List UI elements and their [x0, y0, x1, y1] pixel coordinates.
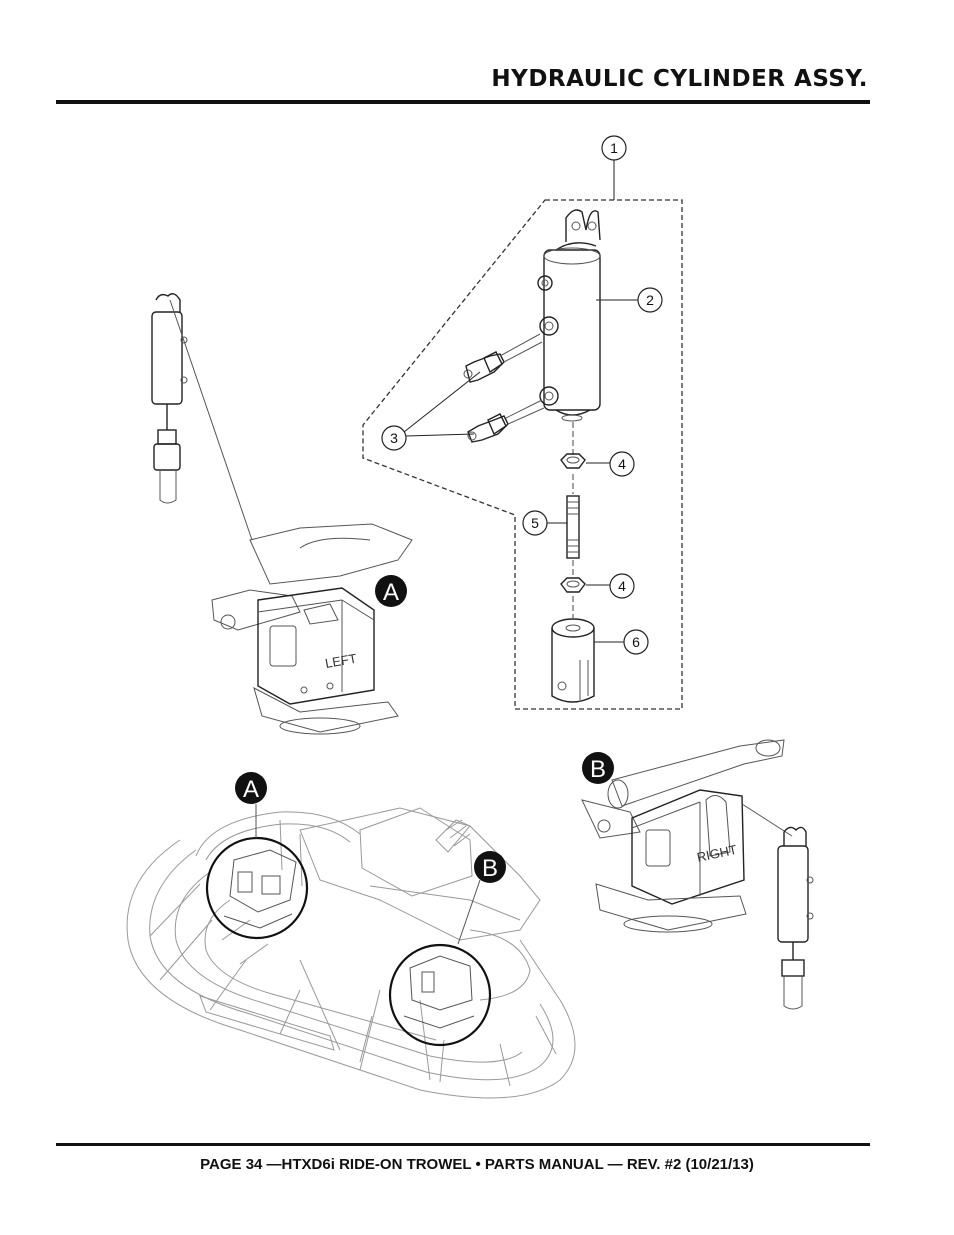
- detail-tag-a-upper: A: [375, 575, 407, 607]
- page-footer: PAGE 34 —HTXD6i RIDE-ON TROWEL • PARTS M…: [200, 1156, 754, 1173]
- callout-4-lower: 4: [586, 573, 635, 599]
- svg-text:1: 1: [610, 140, 618, 156]
- svg-text:5: 5: [531, 515, 539, 531]
- callout-2: 2: [596, 287, 663, 313]
- svg-text:4: 4: [618, 456, 626, 472]
- hydraulic-cylinder: [537, 209, 601, 422]
- svg-text:B: B: [482, 855, 498, 882]
- callout-6: 6: [594, 629, 649, 655]
- callout-4-upper: 4: [586, 451, 635, 477]
- right-gearbox-assembly: RIGHT: [581, 739, 814, 1010]
- footer-rule: [56, 1143, 870, 1146]
- detail-tag-b-upper: B: [582, 752, 614, 784]
- left-gearbox-assembly: LEFT: [151, 293, 413, 735]
- svg-text:RIGHT: RIGHT: [696, 842, 739, 865]
- clevis-sleeve: [551, 618, 595, 703]
- callout-3: 3: [381, 371, 481, 451]
- detail-tag-a-main: A: [235, 772, 267, 804]
- hydraulic-fitting-upper: [463, 333, 543, 383]
- svg-text:A: A: [383, 579, 399, 606]
- trowel-overview: [126, 804, 576, 1099]
- hydraulic-fitting-lower: [467, 399, 545, 443]
- page-title: HYDRAULIC CYLINDER ASSY.: [491, 66, 868, 92]
- svg-text:3: 3: [390, 430, 398, 446]
- svg-text:6: 6: [632, 634, 640, 650]
- svg-text:A: A: [243, 776, 259, 803]
- callout-1: 1: [601, 135, 627, 200]
- svg-text:4: 4: [618, 578, 626, 594]
- threaded-rod: [566, 495, 580, 559]
- svg-text:2: 2: [646, 292, 654, 308]
- svg-text:LEFT: LEFT: [324, 651, 358, 671]
- callout-5: 5: [522, 510, 567, 536]
- hex-nut-lower: [560, 577, 586, 593]
- svg-text:B: B: [590, 756, 606, 783]
- exploded-view-boundary: [362, 199, 683, 710]
- hex-nut-upper: [560, 453, 586, 469]
- detail-tag-b-main: B: [474, 851, 506, 883]
- header-rule: [56, 100, 870, 104]
